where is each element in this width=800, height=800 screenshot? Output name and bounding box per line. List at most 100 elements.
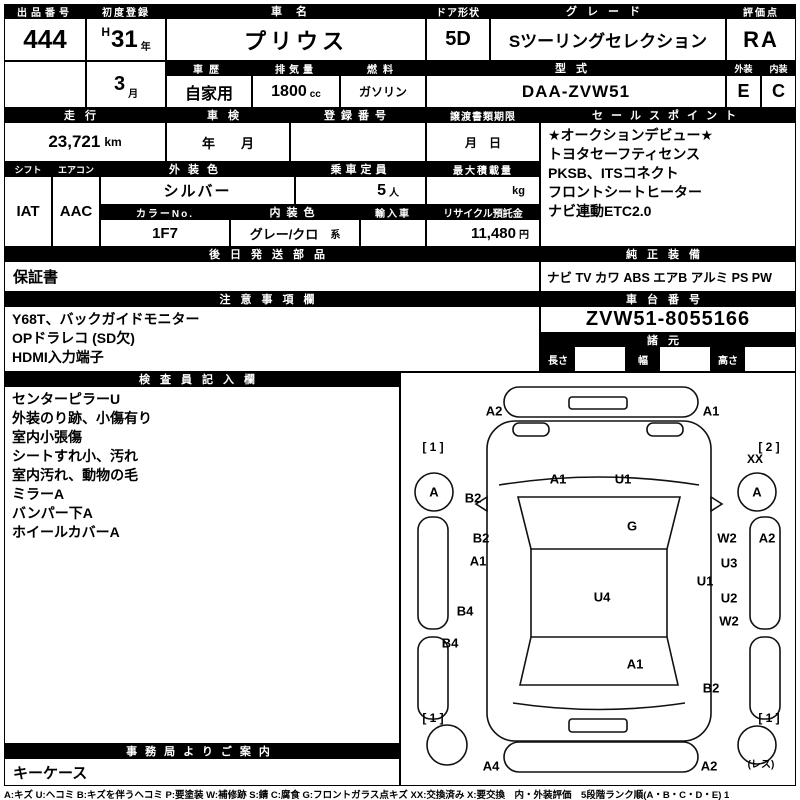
car-name-value: プリウス [166,18,426,61]
first-registration-month-cell: 3 月 [86,61,166,108]
sales-point: トヨタセーフティセンス [548,146,701,162]
headlight-right [646,422,684,437]
interior-color-value: グレー/クロ [249,226,319,242]
damage-marker: G [626,518,638,534]
lot-number-value: 444 [4,18,86,61]
office-notice-header: 事務局よりご案内 [4,744,400,758]
damage-marker: [ 1 ] [758,711,780,725]
shipped-later-header: 後日発送部品 [4,247,540,261]
capacity-unit: 人 [389,188,399,199]
inspector-note: 室内小張傷 [12,429,82,445]
damage-marker: B4 [441,635,459,651]
rear-plate-outline [568,718,628,733]
caution-notes-list: Y68T、バックガイドモニター OPドラレコ (SD欠) HDMI入力端子 [4,306,540,372]
chassis-number-value: ZVW51-8055166 [540,306,796,333]
first-registration-year-cell: H 31 年 [86,18,166,61]
interior-color-suffix: 系 [330,229,341,241]
score-header: 評価点 [726,4,796,19]
displacement-unit: cc [309,89,321,100]
dimensions-header: 諸元 [540,333,796,347]
interior-color-cell: グレー/クロ 系 [230,219,360,247]
shift-header: シフト [4,162,52,176]
capacity-cell: 5 人 [295,176,426,205]
transfer-deadline-value: 月 日 [426,122,540,162]
sales-points-list: ★オークションデビュー★ トヨタセーフティセンス PKSB、ITSコネクト フロ… [540,122,796,247]
door-panel-right-front [749,516,781,630]
aircon-header: エアコン [52,162,100,176]
office-notice-value: キーケース [4,758,400,786]
shift-value: IAT [4,176,52,247]
model-code-value: DAA-ZVW51 [426,75,726,108]
rear-window-outline [518,636,680,686]
history-header: 車歴 [166,61,252,76]
damage-marker: B4 [456,603,474,619]
front-plate-outline [568,396,628,410]
import-value [360,219,426,247]
history-value: 自家用 [166,75,252,108]
capacity-header: 乗車定員 [295,162,426,176]
inspector-notes-list: センターピラーU 外装のり跡、小傷有り 室内小張傷 シートすれ小、汚れ 室内汚れ… [4,386,400,744]
height-label: 高さ [711,347,745,371]
caution-note: OPドラレコ (SD欠) [12,330,135,346]
hood-line [498,476,700,486]
interior-color-header: 内装色 [230,205,360,219]
inspector-note: ホイールカバーA [12,524,120,540]
chassis-number-header: 車台番号 [540,292,796,306]
damage-marker: A1 [469,553,487,569]
sales-point: フロントシートヒーター [548,184,702,200]
import-header: 輸入車 [360,205,426,220]
sales-point: PKSB、ITSコネクト [548,165,679,181]
exterior-grade-value: E [726,75,761,108]
caution-note: HDMI入力端子 [12,349,104,365]
month-unit: 月 [128,89,139,100]
model-code-header: 型式 [426,61,726,75]
fuel-value: ガソリン [340,75,426,108]
inspector-note: ミラーA [12,486,65,502]
door-panel-left-front [417,516,449,630]
height-value [745,347,795,371]
damage-marker: U2 [720,590,738,606]
mileage-header: 走行 [4,108,166,122]
damage-marker: A1 [549,471,567,487]
fuel-header: 燃料 [340,61,426,76]
damage-marker: [ 2 ] [758,440,780,454]
recycle-deposit-cell: 11,480 円 [426,219,540,247]
door-panel-right-rear [749,636,781,720]
legend: A:キズ U:ヘコミ B:キズを伴うヘコミ P:要塗装 W:補修跡 S:錆 C:… [4,790,730,800]
caution-note: Y68T、バックガイドモニター [12,311,200,327]
first-registration-year: 31 [110,25,138,53]
first-registration-header: 初度登録 [86,4,166,19]
grade-value: Sツーリングセレクション [490,18,726,61]
rear-bumper-outline [503,741,699,773]
car-outline-svg [414,386,781,773]
damage-marker: U3 [720,555,738,571]
length-value [575,347,626,371]
width-value [660,347,711,371]
wheel-rear-right [737,725,777,765]
inspector-note: 外装のり跡、小傷有り [12,410,152,426]
year-unit: 年 [140,42,151,53]
transfer-deadline-header: 譲渡書類期限 [426,108,540,123]
damage-marker: A2 [758,530,776,546]
exterior-color-value: シルバー [100,176,295,205]
score-value: RA [726,18,796,61]
factory-equipment-header: 純正装備 [540,247,796,261]
shipped-later-value: 保証書 [4,261,540,292]
damage-marker: U1 [614,471,632,487]
color-number-header: カラーNo. [100,205,230,220]
wheel-rear-left [426,724,468,766]
exterior-grade-header: 外装 [726,61,761,75]
inspector-note: センターピラーU [12,391,121,407]
aircon-value: AAC [52,176,100,247]
width-label: 幅 [626,347,660,371]
door-shape-value: 5D [426,18,490,61]
mirror-right [710,495,724,513]
wheel-front-right [737,472,777,512]
lot-number-header: 出品番号 [4,4,86,19]
damage-marker: B2 [464,490,482,506]
car-name-header: 車名 [166,4,426,18]
mirror-left [474,495,488,513]
recycle-deposit-unit: 円 [519,230,529,241]
damage-marker: A [429,484,439,500]
